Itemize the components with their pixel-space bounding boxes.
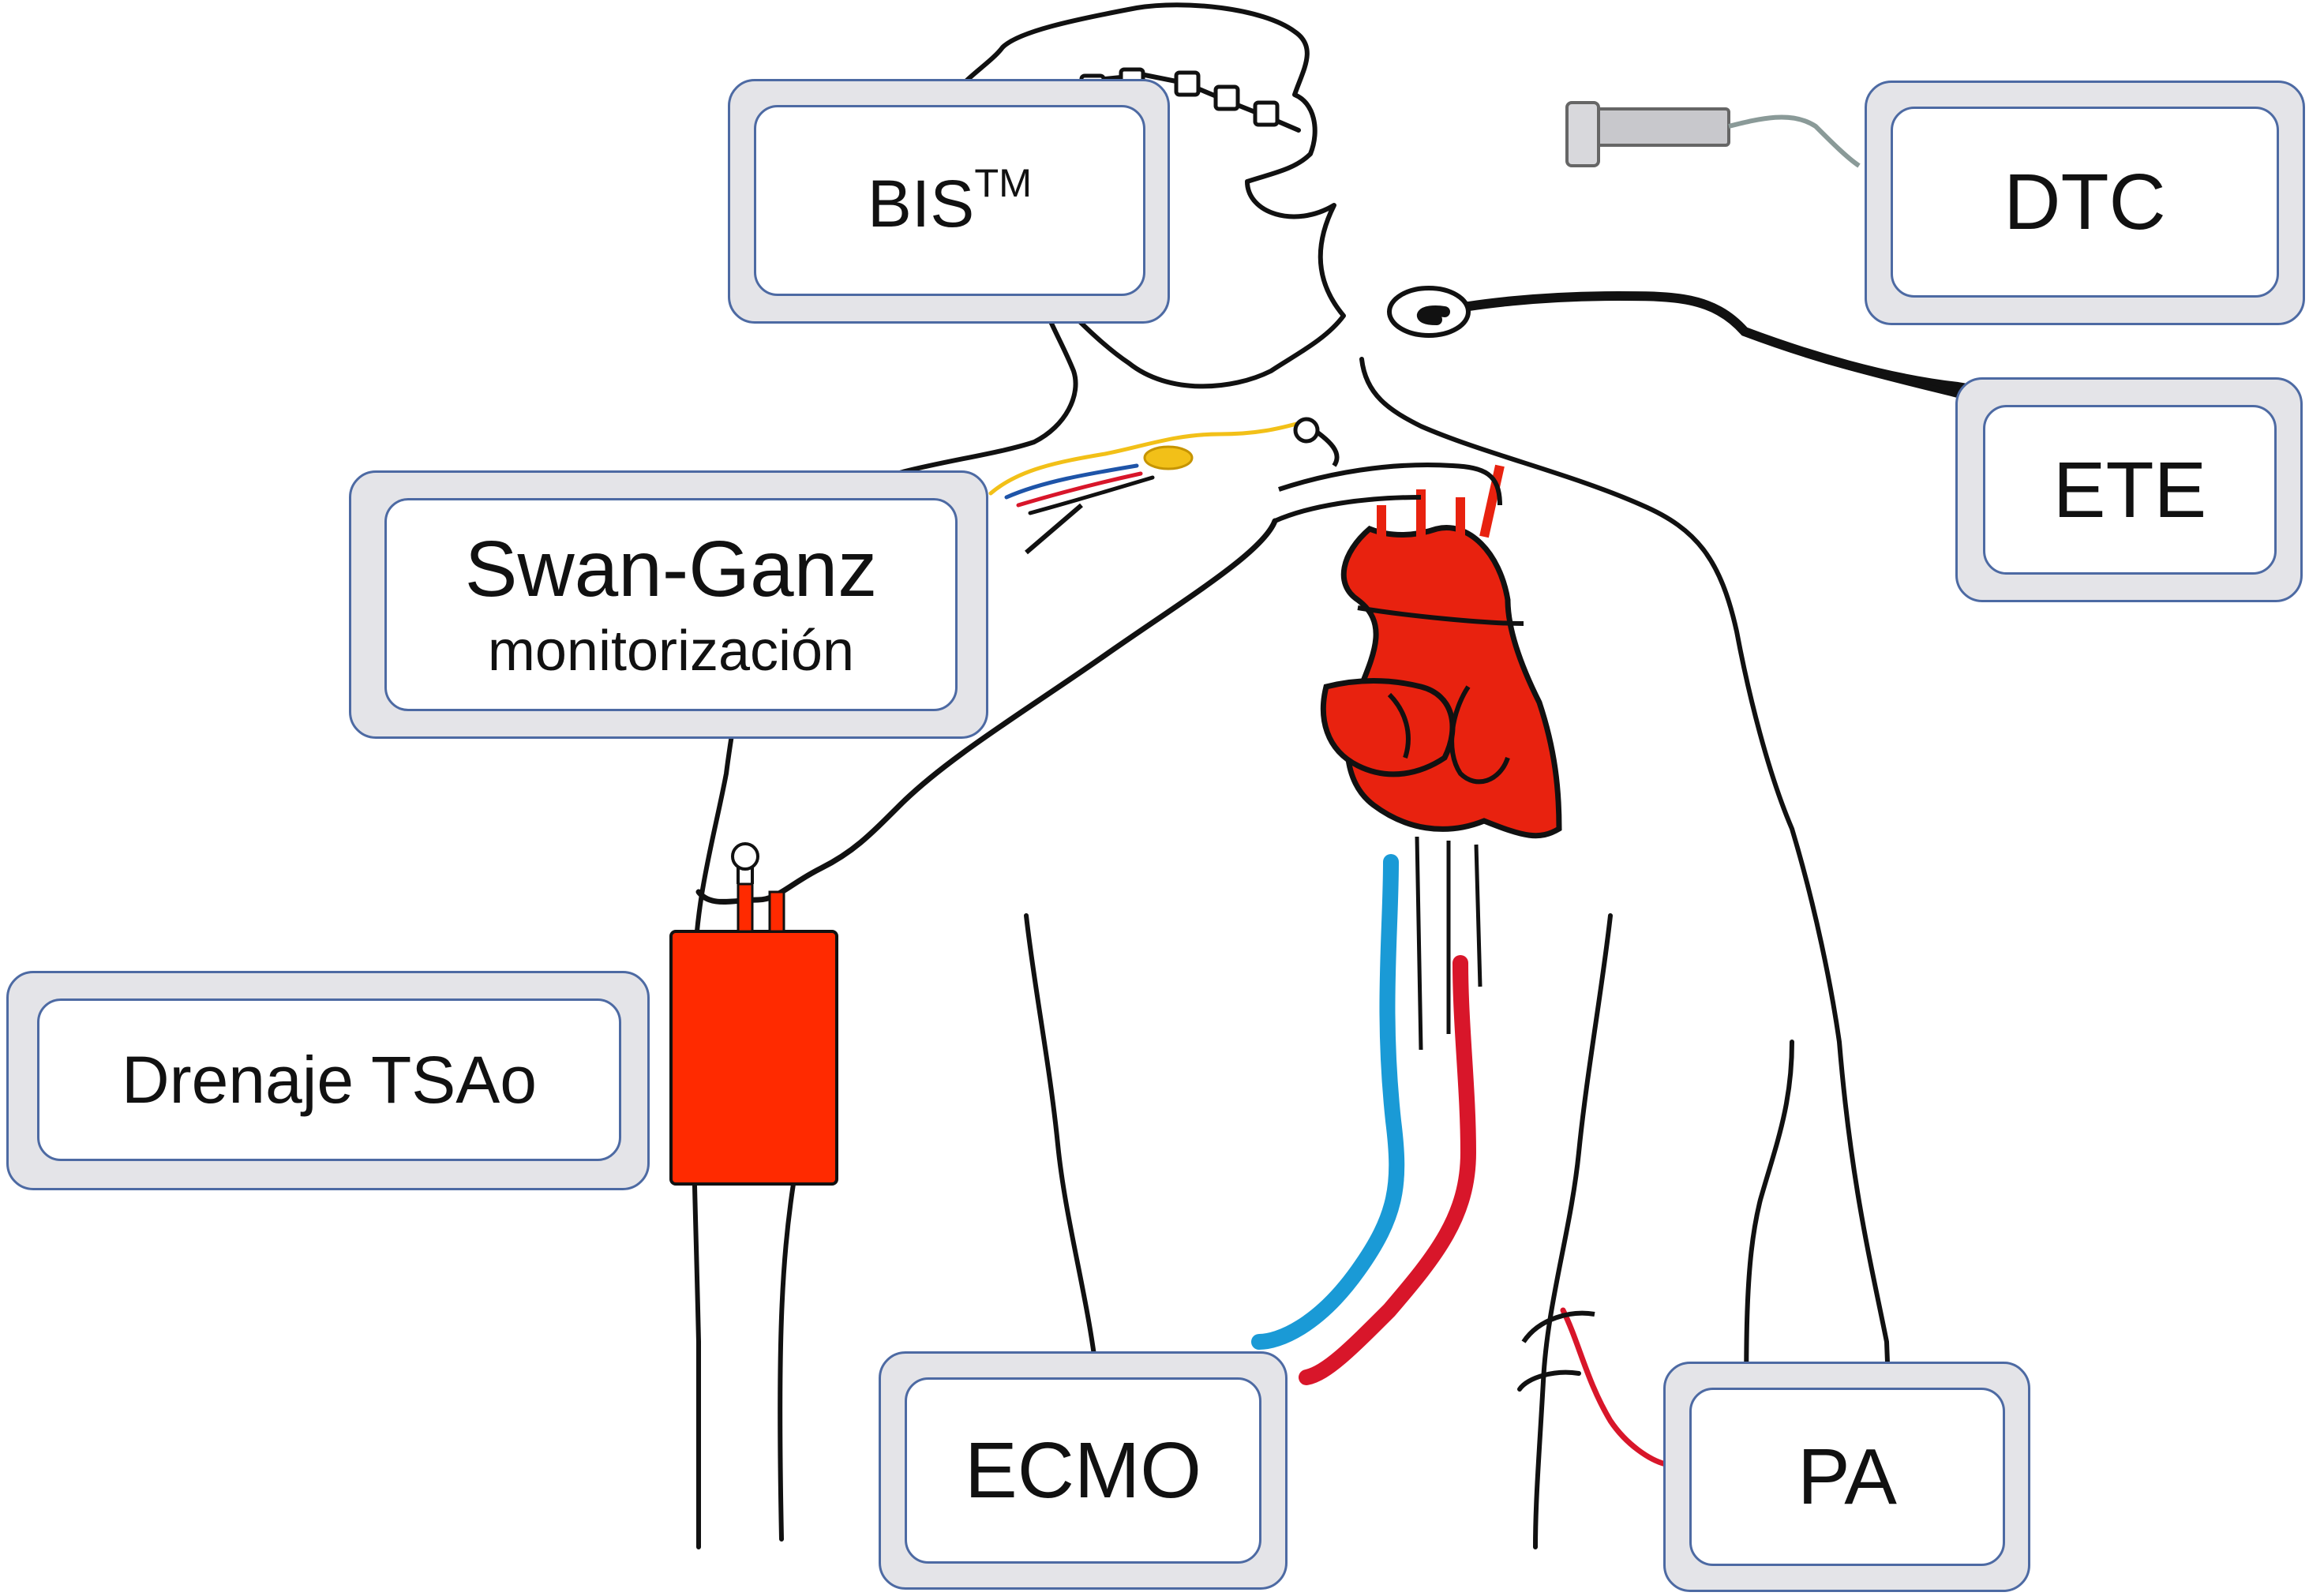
swan-lead-red — [1016, 471, 1143, 508]
drenaje-label: Drenaje TSAo — [121, 1042, 538, 1117]
drenaje-card: Drenaje TSAo — [6, 971, 650, 1190]
pa-card: PA — [1663, 1362, 2030, 1592]
dtc-probe-cap — [1565, 101, 1600, 167]
swan-connector — [1143, 445, 1194, 470]
drainage-tube — [695, 518, 1278, 905]
pa-cannula-tip — [1521, 1310, 1595, 1343]
bis-label-sup: TM — [974, 159, 1033, 205]
ete-connector-line — [1743, 328, 1959, 398]
swan-ganz-card: Swan-Ganz monitorización — [349, 470, 988, 739]
bis-electrode — [1253, 100, 1280, 127]
swan-ganz-title: Swan-Ganz — [464, 525, 878, 614]
ecmo-card: ECMO — [879, 1351, 1288, 1590]
ecmo-venous-cannula — [1251, 854, 1405, 1350]
dtc-label: DTC — [2004, 158, 2166, 246]
pa-line — [1560, 1307, 1669, 1467]
dtc-card: DTC — [1865, 81, 2305, 325]
bis-card: BISTM — [728, 79, 1170, 324]
ete-tip — [1416, 305, 1450, 325]
bis-electrode — [1213, 84, 1240, 111]
head-outline — [949, 2, 1346, 389]
dtc-cable — [1728, 114, 1861, 168]
pa-label: PA — [1797, 1433, 1897, 1521]
heart — [1273, 463, 1562, 839]
bis-label: BISTM — [868, 161, 1032, 240]
swan-lead-black — [1028, 475, 1155, 515]
ete-label: ETE — [2052, 445, 2207, 534]
swan-valve — [1293, 417, 1320, 444]
heart-lines — [1415, 836, 1482, 1051]
torso-right — [1359, 357, 1897, 1549]
ecmo-label: ECMO — [965, 1426, 1201, 1515]
waist-right — [1533, 913, 1613, 1549]
bis-label-text: BIS — [867, 166, 975, 241]
drainage-bag — [669, 842, 838, 1186]
bis-electrode — [1174, 70, 1201, 97]
ete-card: ETE — [1955, 377, 2303, 602]
ecmo-arterial-cannula — [1299, 955, 1477, 1385]
swan-lead-blue — [1004, 463, 1139, 500]
navel — [1517, 1369, 1581, 1392]
swan-lead-yellow — [988, 420, 1305, 496]
swan-ganz-subtitle: monitorización — [487, 620, 855, 684]
